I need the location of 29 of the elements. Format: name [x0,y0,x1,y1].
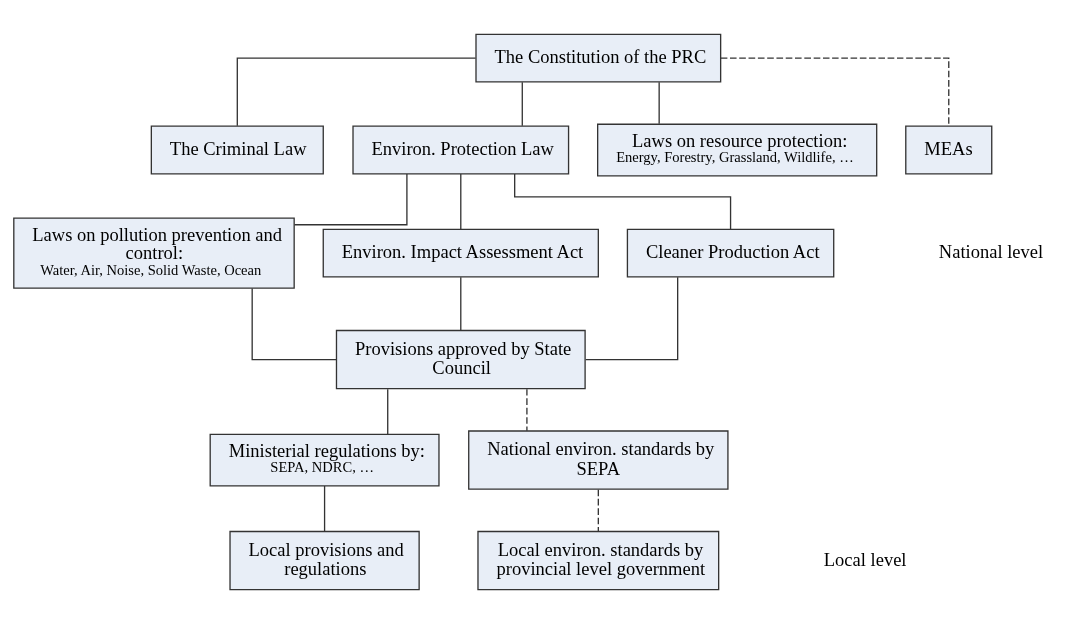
connector [460,276,462,331]
connector [460,173,462,230]
connector [387,388,389,435]
node-box: The Constitution of the PRC [475,33,722,83]
node-box: Environ. Protection Law [352,125,570,175]
label: Local level [823,549,907,570]
node-box: Laws on resource protection: Energy, Forestry, Grassland, Wildlife, … [597,123,878,177]
node-box: MEAs [905,125,993,175]
node-box: The Criminal Law [150,125,324,175]
label: National level [938,242,1044,263]
connector [251,287,338,361]
node-box: Local environ. standards by provincial level government [477,530,720,591]
connector [521,81,523,127]
node-box: Environ. Impact Assessment Act [322,228,599,278]
node-box: Provisions approved by State Council [335,329,586,390]
node-box: Local provisions and regulations [229,530,420,591]
connector [293,173,408,226]
node-box: Ministerial regulations by: SEPA, NDRC, … [209,433,440,487]
connector [514,173,732,230]
connector [323,485,326,532]
node-box: National environ. standards by SEPA [468,430,729,490]
connector [597,489,599,532]
connector [658,81,660,125]
connector [236,57,477,127]
connector [720,57,950,127]
connector [585,276,679,361]
node-box: Cleaner Production Act [626,228,835,278]
node-box: Laws on pollution prevention and control: Water, Air, Noise, Solid Waste, Ocean [13,217,295,289]
connector [526,388,528,432]
